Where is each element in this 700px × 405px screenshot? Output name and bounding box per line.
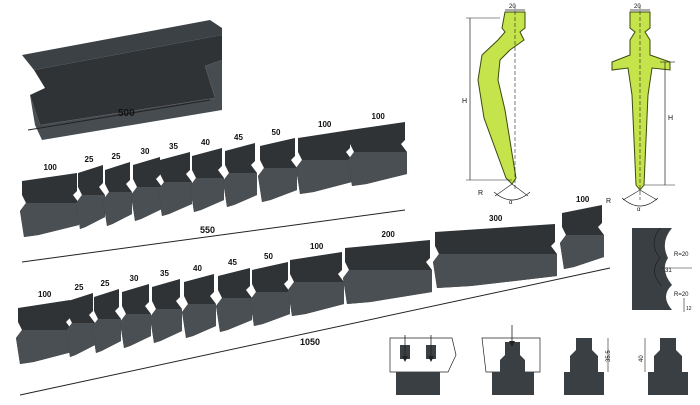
set1-segment-label: 40 xyxy=(201,138,210,147)
set1-segment-label: 100 xyxy=(372,112,386,121)
set2-segment-label: 45 xyxy=(228,258,237,267)
set2-segment: 25 xyxy=(66,283,95,357)
segment-set-1050: 100 25 25 30 35 40 45 50 100 200 300 100 xyxy=(16,195,604,364)
set1-segment-label: 100 xyxy=(44,163,58,172)
section-view-4: 40 xyxy=(639,338,688,395)
punch-profile-straight: 20 H R α xyxy=(606,4,675,213)
set1-segment: 45 xyxy=(223,133,257,207)
set1-segment: 35 xyxy=(158,142,192,216)
set1-segment: 50 xyxy=(258,128,297,202)
set1-segment: 100 xyxy=(20,163,79,237)
set2-segment-label: 25 xyxy=(101,279,110,288)
long-tool-label: 500 xyxy=(118,108,135,119)
svg-text:R: R xyxy=(478,190,483,197)
long-tool-500: 500 xyxy=(22,20,222,140)
set2-total-label: 1050 xyxy=(300,337,320,347)
set1-segment: 30 xyxy=(131,147,162,221)
set2-segment-label: 50 xyxy=(264,252,273,261)
set2-segment: 100 xyxy=(560,195,604,269)
set2-segment-label: 200 xyxy=(382,230,396,239)
set1-segment-label: 25 xyxy=(85,155,94,164)
set1-segment: 25 xyxy=(76,155,105,229)
set2-segment-label: 30 xyxy=(130,274,139,283)
svg-text:R: R xyxy=(606,198,611,205)
section-view-2 xyxy=(481,325,541,395)
set2-segment: 45 xyxy=(216,258,252,332)
svg-text:R=20: R=20 xyxy=(674,292,689,298)
svg-text:20: 20 xyxy=(634,4,641,10)
set2-segment-label: 35 xyxy=(160,269,169,278)
set2-segment: 300 xyxy=(433,214,557,288)
set2-segment: 100 xyxy=(288,242,344,316)
svg-text:35.5: 35.5 xyxy=(606,350,612,362)
set2-segment-label: 100 xyxy=(38,290,52,299)
set2-segment: 100 xyxy=(16,290,72,364)
set1-segment-label: 45 xyxy=(234,133,243,142)
punch-profile-gooseneck: 20 H R α xyxy=(462,4,531,206)
section-view-3: 35.5 xyxy=(564,338,612,395)
set2-segment: 50 xyxy=(250,252,290,326)
set1-segment-label: 35 xyxy=(169,142,178,151)
set2-segment: 200 xyxy=(343,230,432,304)
set2-segment-label: 300 xyxy=(489,214,503,223)
segment-set-550: 100 25 25 30 35 40 45 50 100 100 xyxy=(20,112,407,237)
svg-text:12: 12 xyxy=(686,306,692,312)
section-view-1 xyxy=(389,335,457,395)
svg-text:R=20: R=20 xyxy=(674,252,689,258)
set1-segment-label: 25 xyxy=(112,152,121,161)
set1-segment: 100 xyxy=(348,112,407,186)
set1-segment: 40 xyxy=(190,138,224,212)
die-cross-section: R=20 31 R=20 12 xyxy=(632,227,692,312)
set2-segment-label: 100 xyxy=(310,242,324,251)
set2-segment: 40 xyxy=(182,264,216,338)
svg-text:31: 31 xyxy=(665,268,672,274)
svg-text:H: H xyxy=(668,115,673,122)
svg-text:20: 20 xyxy=(509,4,516,10)
set1-segment-label: 50 xyxy=(272,128,281,137)
set1-total-label: 550 xyxy=(200,225,215,235)
svg-text:α: α xyxy=(509,200,513,206)
svg-text:α: α xyxy=(637,207,641,213)
set2-segment-label: 25 xyxy=(75,283,84,292)
set2-segment: 35 xyxy=(150,269,182,343)
set2-segment: 25 xyxy=(92,279,121,353)
set2-segment-label: 100 xyxy=(576,195,590,204)
set1-segment: 25 xyxy=(103,152,132,226)
set1-segment-label: 30 xyxy=(141,147,150,156)
set2-segment-label: 40 xyxy=(193,264,202,273)
set2-segment: 30 xyxy=(120,274,151,348)
svg-text:40: 40 xyxy=(639,355,645,362)
set1-segment: 100 xyxy=(296,120,352,194)
set1-segment-label: 100 xyxy=(318,120,332,129)
svg-text:H: H xyxy=(462,98,467,105)
